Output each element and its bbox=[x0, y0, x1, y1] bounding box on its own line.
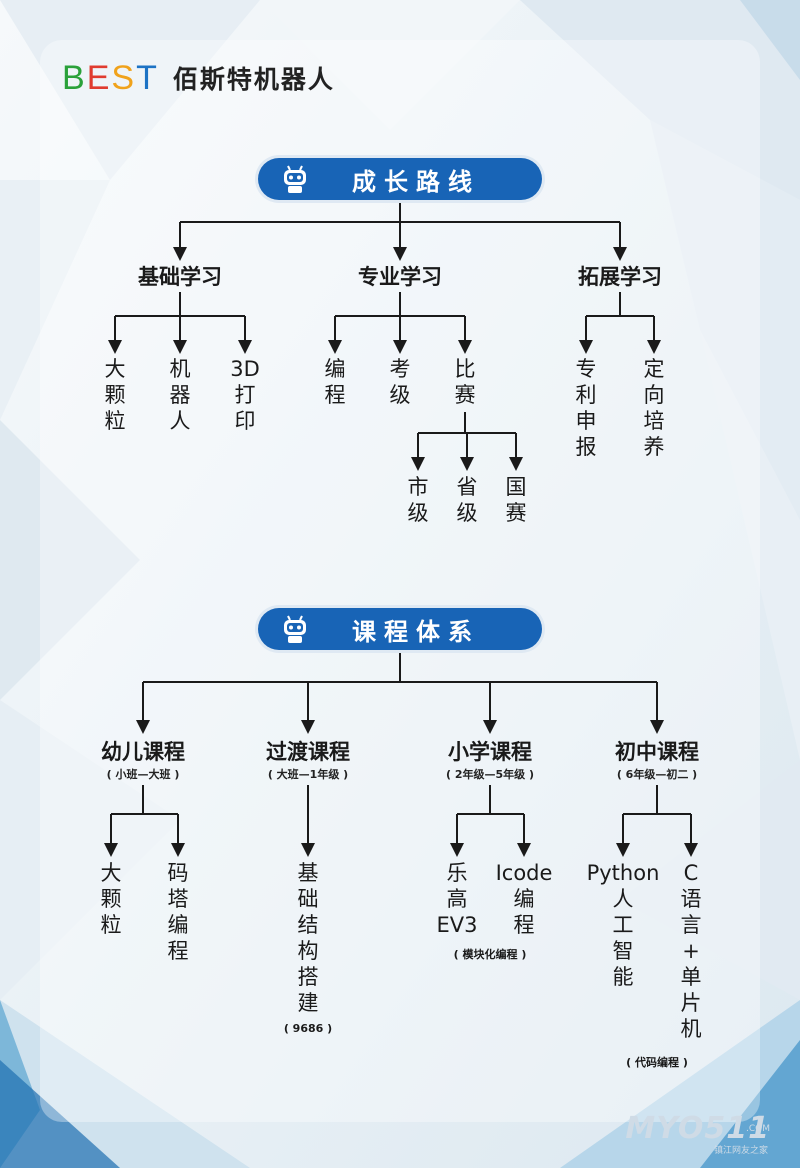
leaf-province-level: 省级 bbox=[456, 475, 478, 525]
leaf-patent-application: 专利申报 bbox=[575, 357, 597, 459]
branch-basic-learning: 基础学习 bbox=[138, 265, 222, 289]
course-transition-range: ( 大班—1年级 ) bbox=[267, 768, 349, 781]
robot-icon bbox=[284, 615, 306, 643]
logo-letter-t: T bbox=[136, 59, 159, 97]
leaf-course-big-particles: 大颗粒 bbox=[100, 861, 122, 937]
leaf-national-competition: 国赛 bbox=[505, 475, 527, 525]
section-title-growth-path: 成长路线 bbox=[352, 167, 480, 196]
branch-extended-learning: 拓展学习 bbox=[578, 265, 662, 289]
course-junior-high-range: ( 6年级—初二 ) bbox=[616, 768, 698, 781]
leaf-competition: 比赛 bbox=[454, 357, 476, 407]
section-pill-course-system: 课程体系 bbox=[258, 608, 542, 650]
watermark-domain: .COM bbox=[746, 1124, 770, 1134]
robot-icon bbox=[284, 165, 306, 193]
brand-name: 佰斯特机器人 bbox=[172, 65, 335, 94]
watermark-subtitle: 镇江网友之家 bbox=[713, 1146, 768, 1156]
section-title-course-system: 课程体系 bbox=[352, 617, 480, 646]
course-kindergarten-range: ( 小班—大班 ) bbox=[106, 768, 180, 781]
note-9686: ( 9686 ) bbox=[283, 1022, 333, 1035]
leaf-grading-exam: 考级 bbox=[389, 357, 411, 407]
leaf-course-basic-structure: 基础结构搭建 bbox=[297, 861, 319, 1015]
course-junior-high: 初中课程 bbox=[615, 740, 699, 764]
logo-letter-b: B bbox=[62, 59, 87, 97]
logo-letter-e: E bbox=[86, 59, 112, 97]
section-pill-growth-path: 成长路线 bbox=[258, 158, 542, 200]
leaf-city-level: 市级 bbox=[407, 475, 429, 525]
course-primary-range: ( 2年级—5年级 ) bbox=[445, 768, 535, 781]
course-kindergarten: 幼儿课程 bbox=[101, 740, 185, 764]
logo-letter-s: S bbox=[111, 59, 137, 97]
watermark-logo: MYO511 bbox=[625, 1111, 770, 1146]
course-primary: 小学课程 bbox=[448, 740, 532, 764]
branch-professional-learning: 专业学习 bbox=[358, 265, 442, 289]
leaf-course-codetower-programming: 码塔编程 bbox=[167, 861, 189, 963]
leaf-targeted-training: 定向培养 bbox=[643, 357, 665, 459]
note-modular-programming: ( 模块化编程 ) bbox=[453, 948, 527, 961]
brand-logo: BEST bbox=[62, 58, 159, 98]
course-transition: 过渡课程 bbox=[266, 740, 350, 764]
note-code-programming: ( 代码编程 ) bbox=[626, 1056, 688, 1069]
leaf-robot: 机器人 bbox=[169, 357, 191, 433]
leaf-programming: 编程 bbox=[324, 357, 346, 407]
header-brand: BEST 佰斯特机器人 bbox=[62, 58, 335, 98]
leaf-big-particles: 大颗粒 bbox=[104, 357, 126, 433]
